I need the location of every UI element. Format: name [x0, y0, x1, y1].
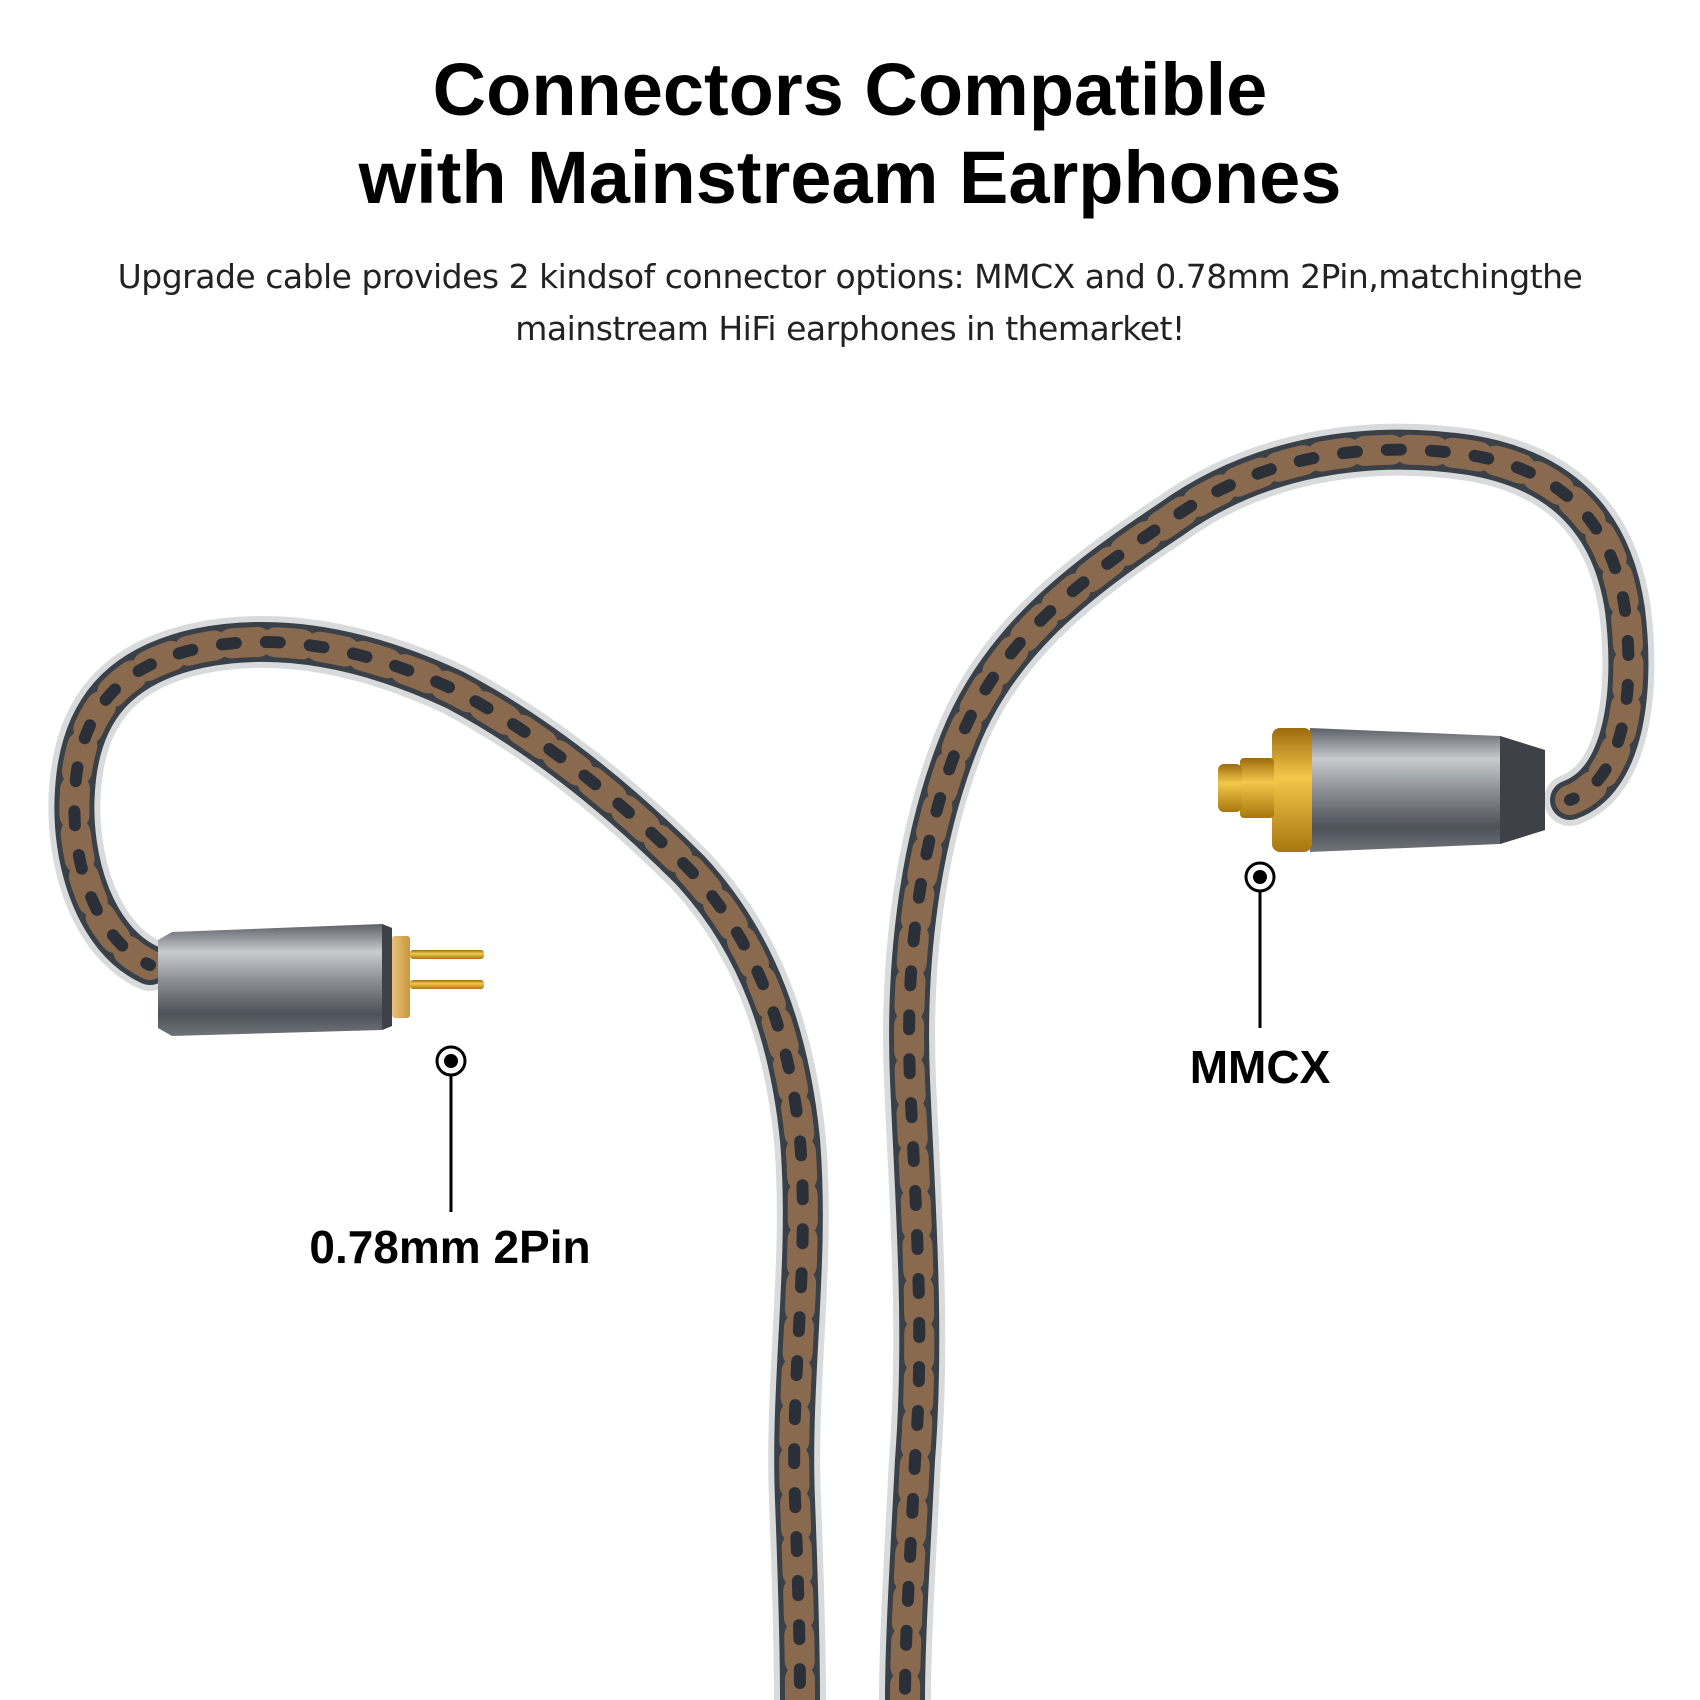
mmcx-callout-marker	[1244, 861, 1276, 1028]
mmcx-connector	[1218, 728, 1545, 852]
description-line-1: Upgrade cable provides 2 kindsof connect…	[117, 257, 1583, 296]
two-pin-connector	[158, 924, 484, 1036]
two-pin-callout-marker	[435, 1045, 467, 1212]
right-cable	[879, 423, 1655, 1700]
two-pin-label: 0.78mm 2Pin	[309, 1221, 591, 1273]
mmcx-label: MMCX	[1189, 1041, 1331, 1093]
headline-line-2: with Mainstream Earphones	[358, 136, 1342, 219]
headline-line-1: Connectors Compatible	[432, 48, 1268, 131]
left-cable	[48, 616, 829, 1700]
description-line-2: mainstream HiFi earphones in themarket!	[515, 309, 1185, 348]
